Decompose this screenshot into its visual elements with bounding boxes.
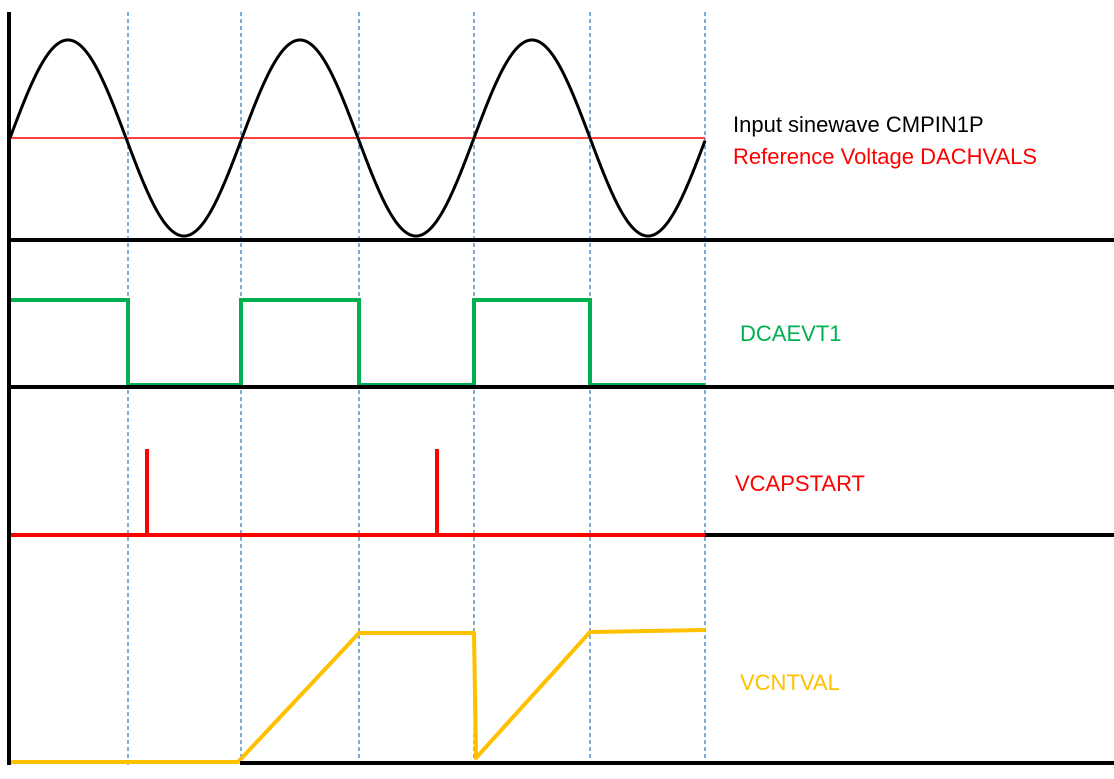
dcaevt1-waveform — [10, 298, 705, 387]
label-vcntval: VCNTVAL — [740, 670, 840, 695]
vcapstart-waveform — [10, 449, 705, 537]
axes — [7, 12, 1114, 765]
vcntval-waveform — [10, 628, 706, 764]
label-input-sinewave: Input sinewave CMPIN1P — [733, 112, 984, 137]
label-vcapstart: VCAPSTART — [735, 471, 865, 496]
input-sinewave — [8, 38, 707, 238]
label-reference-voltage: Reference Voltage DACHVALS — [733, 144, 1037, 169]
label-dcaevt1: DCAEVT1 — [740, 321, 841, 346]
